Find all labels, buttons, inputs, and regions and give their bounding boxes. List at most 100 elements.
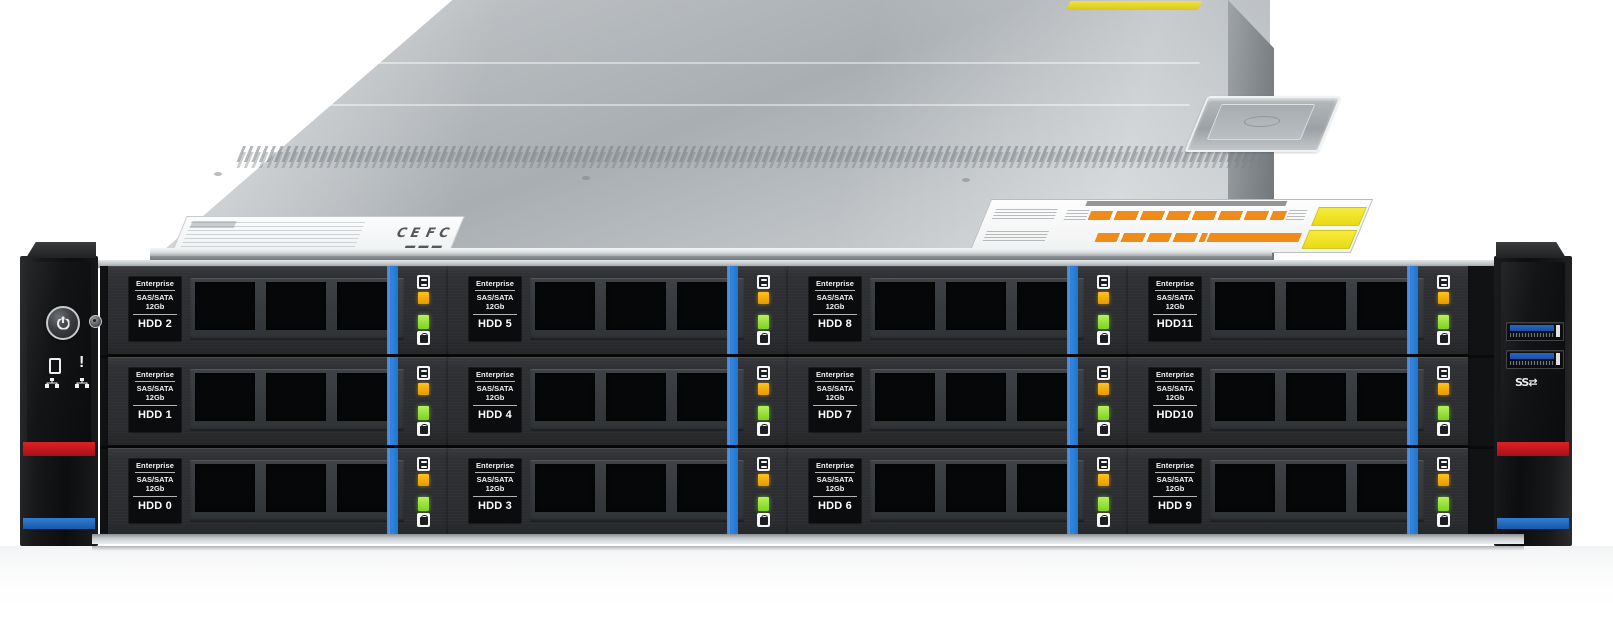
tray-vent-frame [1210, 369, 1424, 431]
drive-label-interface: SAS/SATA [136, 293, 174, 302]
usb-port-1-pins [1510, 333, 1554, 337]
drive-amber-led [758, 292, 769, 304]
drive-label-divider [473, 405, 517, 406]
superspeed-usb-icon: SS⇄ [1515, 376, 1538, 389]
right-ear-blue-stripe [1497, 518, 1569, 529]
drive-status-indicators [1097, 366, 1112, 436]
tray-vent-hole [875, 464, 935, 512]
drive-lock-body [1439, 335, 1448, 343]
lid-seam [299, 62, 1200, 64]
drive-fault-icon [757, 366, 770, 380]
tray-vent-hole [875, 282, 935, 330]
tray-vent-frame [870, 278, 1084, 340]
drive-lock-body [1099, 335, 1108, 343]
drive-status-indicators [417, 366, 432, 436]
drive-label-brand: Enterprise [1155, 279, 1195, 288]
service-label-title-bar [1085, 201, 1288, 206]
drive-label-divider [1153, 314, 1197, 315]
drive-label-brand: Enterprise [1155, 461, 1195, 470]
drive-fault-icon [1097, 457, 1110, 471]
drive-label-divider [475, 290, 515, 291]
service-diagram-row [1094, 233, 1209, 242]
drive-label-brand: Enterprise [815, 461, 855, 470]
usb-port-1-notch [1556, 325, 1560, 337]
drive-label-speed: 12Gb [825, 393, 845, 402]
drive-status-indicators [417, 275, 432, 345]
service-warning-box [1311, 207, 1367, 226]
drive-green-led [1098, 315, 1109, 329]
drive-fault-icon [1097, 366, 1110, 380]
drive-label-brand: Enterprise [1155, 370, 1195, 379]
drive-label-interface: SAS/SATA [136, 384, 174, 393]
drive-amber-led [1438, 474, 1449, 486]
reflection-content: HDD 012GbSAS/SATAEnterpriseHDD 312GbSAS/… [0, 606, 1613, 624]
tray-vent-hole [195, 373, 255, 421]
drive-label-speed: 12Gb [485, 393, 505, 402]
drive-fault-glyph [1099, 459, 1108, 469]
lid-screw-dot [962, 178, 970, 182]
drive-label-brand: Enterprise [815, 370, 855, 379]
drive-lock-icon [1097, 422, 1110, 436]
drive-label-brand: Enterprise [135, 279, 175, 288]
tray-blue-accent-stripe [1407, 266, 1418, 354]
drive-label-divider [1155, 381, 1195, 382]
drive-fault-glyph [419, 459, 428, 469]
drive-label-id: HDD 7 [817, 409, 852, 421]
drive-label-brand: Enterprise [475, 279, 515, 288]
drive-lock-body [419, 426, 428, 434]
drive-label-id: HDD 5 [477, 318, 512, 330]
drive-fault-glyph [1099, 277, 1108, 287]
usb-port-1-tongue [1510, 325, 1554, 331]
tray-vent-hole [606, 373, 666, 421]
left-control-panel: ! [27, 262, 102, 444]
tray-vent-hole [266, 373, 326, 421]
chassis-top-rail [92, 260, 1524, 268]
power-button[interactable] [46, 306, 80, 340]
unit-id-button[interactable] [89, 315, 102, 328]
drive-lock-body [1439, 426, 1448, 434]
service-label-text-block [991, 209, 1059, 220]
drive-label-brand: Enterprise [475, 370, 515, 379]
drive-lock-body [419, 517, 428, 525]
tray-vent-frame [530, 460, 744, 522]
tray-vent-hole [195, 282, 255, 330]
drive-amber-led [418, 474, 429, 486]
drive-label-speed: 12Gb [825, 484, 845, 493]
tray-vent-hole [535, 373, 595, 421]
drive-fault-glyph [759, 277, 768, 287]
drive-fault-glyph [1439, 459, 1448, 469]
tray-vent-hole [1215, 464, 1275, 512]
tray-vent-hole [946, 464, 1006, 512]
reflection-contact-shadow [92, 546, 1524, 551]
drive-label-divider [135, 290, 175, 291]
reflected-rack-ear [1494, 620, 1572, 624]
drive-label-id: HDD 3 [477, 500, 512, 512]
right-rack-ear: SS⇄ [1494, 242, 1572, 546]
drive-label-interface: SAS/SATA [816, 384, 854, 393]
tray-vent-hole [195, 464, 255, 512]
tray-vent-frame [1210, 278, 1424, 340]
drive-green-led [758, 497, 769, 511]
lan2-activity-icon [75, 378, 89, 388]
drive-label-speed: 12Gb [145, 484, 165, 493]
usb-3-port-1[interactable] [1506, 322, 1564, 341]
usb-3-port-2[interactable] [1506, 350, 1564, 369]
